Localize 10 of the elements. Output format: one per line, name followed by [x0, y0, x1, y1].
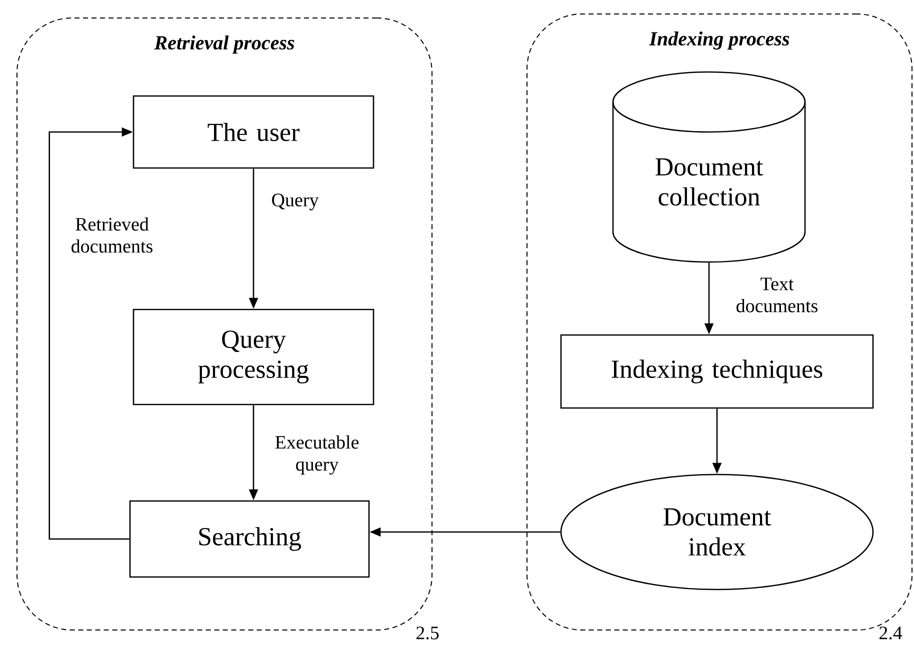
- edge-label: Text documents: [736, 278, 818, 312]
- process-box: The user: [132, 95, 374, 169]
- process-box: Indexing techniques: [560, 334, 874, 409]
- edge-label: Executable query: [275, 435, 359, 475]
- edge-label: Retrieved documents: [72, 217, 152, 253]
- process-box: Query processing: [132, 308, 374, 406]
- edge-label: Query: [272, 194, 319, 210]
- node-label: Document collection: [656, 158, 764, 206]
- process-box: Searching: [129, 500, 370, 578]
- database-cylinder: Document collection: [612, 71, 806, 263]
